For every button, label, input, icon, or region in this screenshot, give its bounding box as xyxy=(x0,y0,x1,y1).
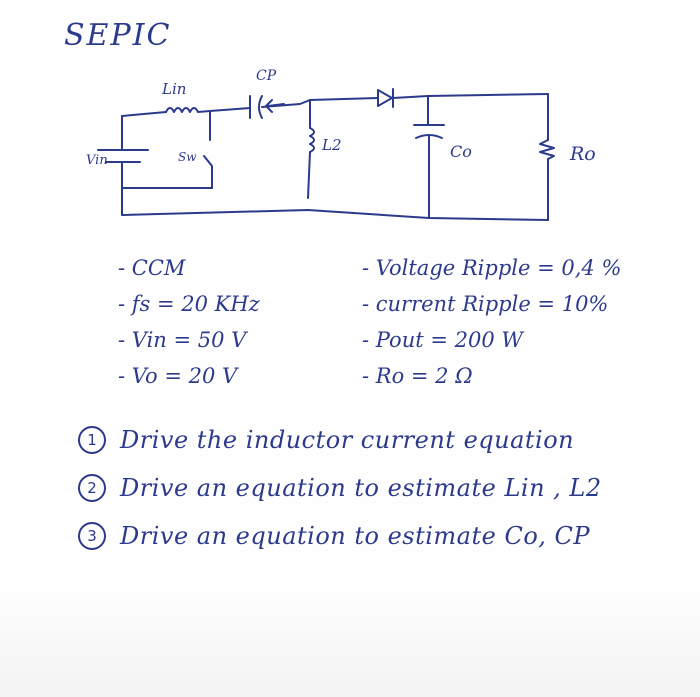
switch-lower xyxy=(203,155,213,189)
lin-inductor xyxy=(165,107,211,113)
question-item: 3 Drive an equation to estimate Co, CP xyxy=(78,514,602,558)
spec-vo: - Vo = 20 V xyxy=(118,364,238,388)
question-text: Drive an equation to estimate Co, CP xyxy=(120,522,591,550)
wire-diode-to-co xyxy=(392,93,549,99)
page-title: SEPIC xyxy=(64,18,172,53)
spec-ro: - Ro = 2 Ω xyxy=(362,364,473,388)
spec-ccm: - CCM xyxy=(118,256,186,280)
diode-triangle xyxy=(377,89,393,107)
spec-fs: - fs = 20 KHz xyxy=(118,292,260,316)
wire-bottom-right xyxy=(121,209,549,221)
spec-current-ripple: - current Ripple = 10% xyxy=(362,292,609,316)
spec-vin: - Vin = 50 V xyxy=(118,328,247,352)
wire-lin-to-cp xyxy=(209,107,251,112)
question-text: Drive the inductor current equation xyxy=(120,426,575,454)
ro-label: Ro xyxy=(569,143,596,165)
specs-right-column: - Voltage Ripple = 0,4 % - current Rippl… xyxy=(362,250,621,394)
specs-left-column: - CCM - fs = 20 KHz - Vin = 50 V - Vo = … xyxy=(118,250,260,394)
question-number: 2 xyxy=(78,474,106,502)
spec-voltage-ripple: - Voltage Ripple = 0,4 % xyxy=(362,256,622,280)
wire-node-to-diode xyxy=(309,97,379,101)
lin-label: Lin xyxy=(161,80,186,98)
sepic-circuit-diagram: Lin CP L2 Co Ro Vin Sw xyxy=(86,68,596,221)
cp-plate-right xyxy=(258,95,263,119)
question-number: 1 xyxy=(78,426,106,454)
l2-label: L2 xyxy=(321,136,342,154)
cp-arrow xyxy=(265,99,285,113)
wire-vin-to-lin xyxy=(121,111,167,117)
spec-pout: - Pout = 200 W xyxy=(362,328,523,352)
question-number: 3 xyxy=(78,522,106,550)
cp-label: CP xyxy=(256,68,277,84)
vin-label: Vin xyxy=(86,153,108,168)
sw-label: Sw xyxy=(178,150,197,164)
paper-shadow xyxy=(0,587,700,697)
l2-inductor xyxy=(309,127,315,153)
question-item: 2 Drive an equation to estimate Lin , L2 xyxy=(78,466,602,510)
question-list: 1 Drive the inductor current equation 2 … xyxy=(78,418,602,562)
l2-lead-bottom xyxy=(307,151,311,199)
question-item: 1 Drive the inductor current equation xyxy=(78,418,602,462)
question-text: Drive an equation to estimate Lin , L2 xyxy=(120,474,602,502)
co-label: Co xyxy=(450,142,472,161)
ro-resistor xyxy=(539,139,555,160)
